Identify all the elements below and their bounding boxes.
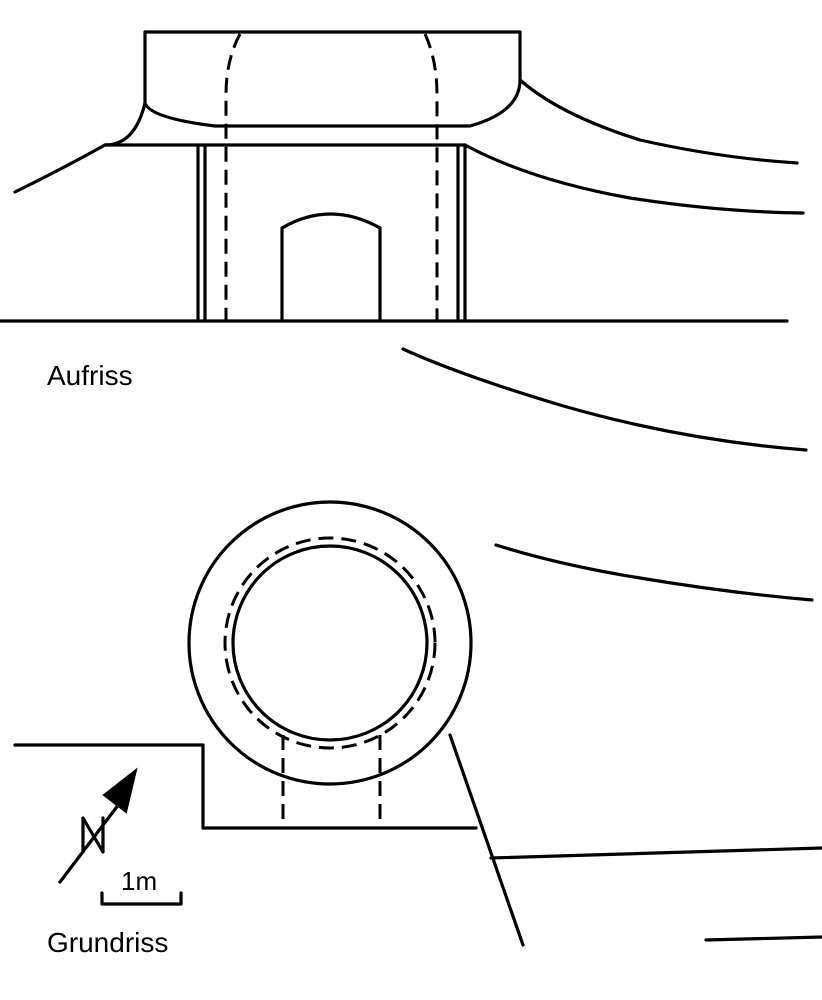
plan-hidden-ring [223, 536, 437, 750]
terrain-curve-lower [494, 543, 814, 602]
north-arrow-icon [58, 767, 138, 884]
elevation-right-upper-curve [518, 78, 799, 165]
plan-wall-outline [13, 743, 478, 830]
elevation-arched-opening [280, 212, 382, 323]
plan-outer-ring [187, 500, 473, 786]
elevation-hidden-shaft-left [224, 33, 242, 321]
elevation-hidden-shaft-right [423, 33, 439, 321]
elevation-view [0, 30, 805, 323]
elevation-left-slope [13, 101, 147, 194]
scale-bar-icon [100, 891, 183, 906]
elevation-label: Aufriss [47, 360, 133, 391]
plan-diagonal-boundary [448, 733, 525, 947]
scale-label: 1m [121, 866, 157, 896]
plan-inner-ring [231, 544, 429, 742]
plan-right-line-lower [704, 935, 822, 942]
plan-label: Grundriss [47, 927, 168, 958]
plan-view [13, 500, 822, 947]
plan-right-line-upper [489, 846, 822, 860]
elevation-right-lower-curve [463, 143, 805, 215]
elevation-top-block [143, 30, 522, 128]
terrain-curve-upper [401, 347, 808, 452]
